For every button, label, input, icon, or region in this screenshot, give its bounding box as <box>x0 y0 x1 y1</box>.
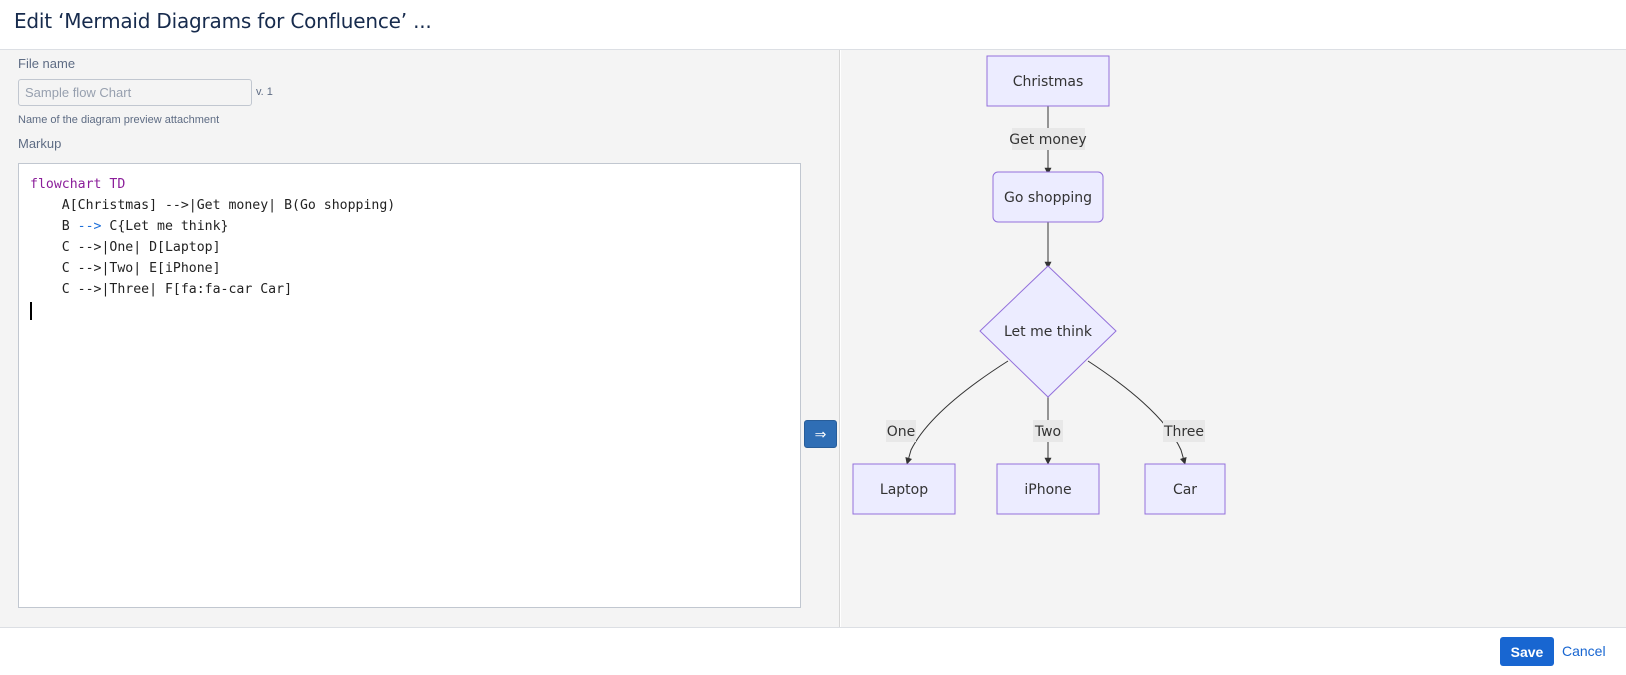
node-let-me-think-label: Let me think <box>1004 324 1093 340</box>
node-car-label: Car <box>1173 482 1197 498</box>
code-line: C -->|Three| F[fa:fa-car Car] <box>30 282 293 297</box>
node-go-shopping-label: Go shopping <box>1004 190 1092 206</box>
flowchart-diagram: Get money One Two Three Christmas Go sho… <box>852 55 1226 515</box>
code-line: B --> C{Let me think} <box>30 216 800 237</box>
edge-think-laptop <box>905 360 1009 465</box>
file-name-hint: Name of the diagram preview attachment <box>18 114 220 126</box>
diagram-preview-panel: Get money One Two Three Christmas Go sho… <box>841 50 1626 627</box>
edge-label-one: One <box>887 424 916 440</box>
edge-think-car <box>1087 360 1187 465</box>
cancel-link[interactable]: Cancel <box>1562 643 1606 659</box>
code-line-3: B --> C{Let me think} <box>30 219 229 234</box>
dialog-header: Edit ‘Mermaid Diagrams for Confluence’ .… <box>0 0 1626 50</box>
node-let-me-think <box>979 265 1117 398</box>
node-laptop-label: Laptop <box>880 482 928 498</box>
edge-label-bg <box>1163 420 1205 442</box>
node-iphone-label: iPhone <box>1024 482 1071 498</box>
code-line: A[Christmas] -->|Get money| B(Go shoppin… <box>30 198 396 213</box>
arrow-right-icon: ⇒ <box>814 426 827 442</box>
code-line: flowchart TD <box>30 174 800 195</box>
save-button[interactable]: Save <box>1500 637 1554 666</box>
editor-panel: File name v. 1 Name of the diagram previ… <box>0 50 840 627</box>
edge-label-bg <box>1033 420 1063 442</box>
edge-label-get-money: Get money <box>1009 132 1086 148</box>
code-line: C -->|One| D[Laptop] <box>30 240 221 255</box>
file-name-input[interactable] <box>18 79 252 106</box>
markup-label: Markup <box>18 136 62 151</box>
dialog-title: Edit ‘Mermaid Diagrams for Confluence’ .… <box>14 9 432 33</box>
edge-label-bg <box>886 420 916 442</box>
dialog-footer: Save Cancel <box>0 627 1626 675</box>
version-label: v. 1 <box>256 86 273 98</box>
edge-label-bg <box>1012 128 1085 150</box>
node-go-shopping <box>992 171 1104 223</box>
node-iphone <box>996 463 1100 515</box>
text-cursor <box>30 302 32 320</box>
render-preview-button[interactable]: ⇒ <box>804 420 837 448</box>
code-line: C -->|Two| E[iPhone] <box>30 261 221 276</box>
edge-label-two: Two <box>1034 424 1061 440</box>
node-laptop <box>852 463 956 515</box>
node-christmas <box>986 55 1110 107</box>
edge-label-three: Three <box>1163 424 1204 440</box>
file-name-label: File name <box>18 56 76 71</box>
markup-editor[interactable]: flowchart TD A[Christmas] -->|Get money|… <box>18 163 801 608</box>
node-car <box>1144 463 1226 515</box>
code-line-1: flowchart TD <box>30 177 126 192</box>
node-christmas-label: Christmas <box>1013 74 1084 90</box>
